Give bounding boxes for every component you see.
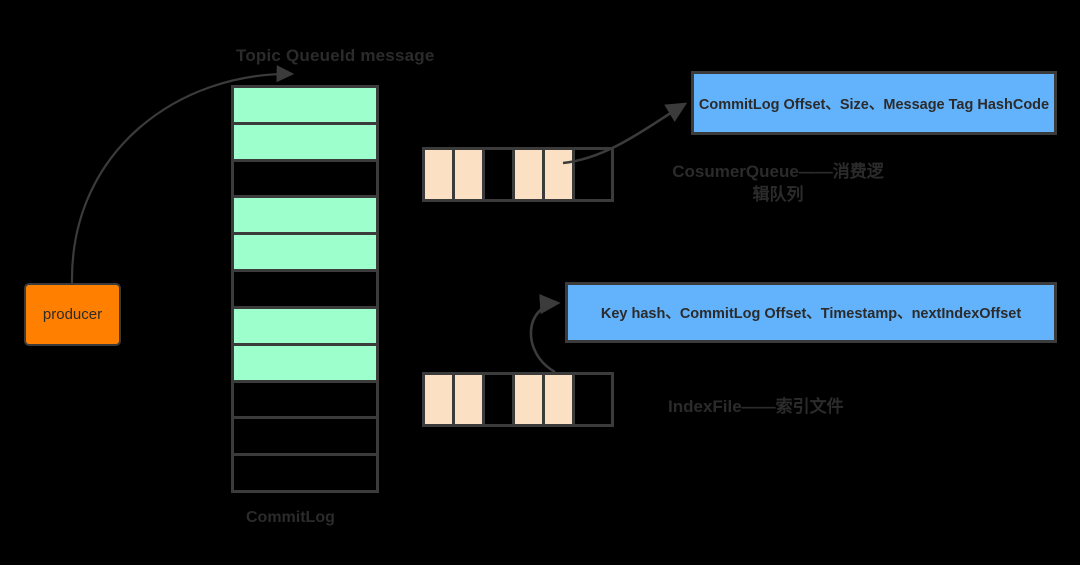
- indexfile-strip: [422, 372, 614, 427]
- commitlog-caption: CommitLog: [246, 509, 335, 526]
- indexfile-cell: [515, 375, 545, 424]
- consumerqueue-cell: [485, 150, 515, 199]
- topic-queueid-message-label: Topic QueueId message: [236, 46, 435, 65]
- producer-node[interactable]: producer: [24, 283, 121, 346]
- indexfile-cell: [575, 375, 605, 424]
- indexfile-cell: [455, 375, 485, 424]
- producer-label: producer: [42, 306, 103, 323]
- commitlog-row: [234, 198, 376, 236]
- indexfile-caption: IndexFile——索引文件: [668, 397, 844, 416]
- consumerqueue-caption: CosumerQueue——消费逻辑队列: [672, 162, 884, 204]
- consumerqueue-cell: [455, 150, 485, 199]
- commitlog-row: [234, 161, 376, 199]
- consumerqueue-entry-box: CommitLog Offset、Size、Message Tag HashCo…: [691, 71, 1057, 135]
- indexfile-entry-box: Key hash、CommitLog Offset、Timestamp、next…: [565, 282, 1057, 343]
- commitlog-row: [234, 382, 376, 420]
- indexfile-cell: [485, 375, 515, 424]
- commitlog-row: [234, 272, 376, 309]
- consumerqueue-cell: [545, 150, 575, 199]
- indexfile-cell: [425, 375, 455, 424]
- arrow-indexfile-to-box: [529, 294, 561, 374]
- consumerqueue-cell: [425, 150, 455, 199]
- commitlog-row: [234, 419, 376, 457]
- commitlog-row: [234, 124, 376, 162]
- commitlog-row: [234, 235, 376, 273]
- consumerqueue-cell: [575, 150, 605, 199]
- consumerqueue-cell: [515, 150, 545, 199]
- commitlog-column: [231, 85, 379, 493]
- commitlog-row: [234, 88, 376, 125]
- consumerqueue-strip: [422, 147, 614, 202]
- indexfile-cell: [545, 375, 575, 424]
- commitlog-row: [234, 345, 376, 383]
- commitlog-row: [234, 456, 376, 490]
- commitlog-row: [234, 308, 376, 346]
